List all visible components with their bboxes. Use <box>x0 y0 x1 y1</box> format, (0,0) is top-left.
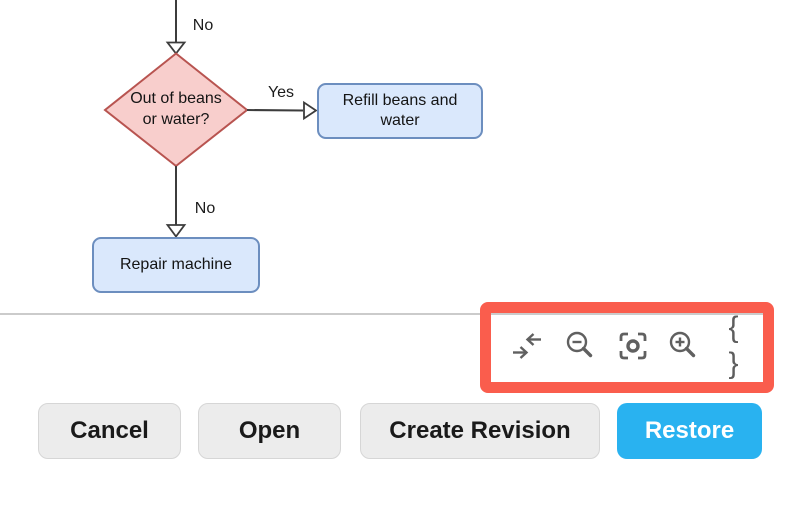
restore-button[interactable]: Restore <box>617 403 762 459</box>
code-braces-icon[interactable]: { } <box>717 311 753 380</box>
zoom-out-icon[interactable] <box>562 328 598 364</box>
compare-arrows-icon[interactable] <box>509 328 545 364</box>
preview-footer-divider <box>0 313 770 315</box>
repair-node: Repair machine <box>92 237 260 293</box>
cancel-button[interactable]: Cancel <box>38 403 181 459</box>
fit-page-icon[interactable] <box>615 328 651 364</box>
code-braces-glyph: { } <box>728 311 742 380</box>
decision-node-label: Out of beans or water? <box>130 90 222 128</box>
zoom-in-icon[interactable] <box>665 328 701 364</box>
edge-label-no-top: No <box>192 17 214 34</box>
toolbar-highlight-annotation <box>480 302 774 393</box>
refill-node: Refill beans and water <box>317 83 483 139</box>
open-button[interactable]: Open <box>198 403 341 459</box>
edge-label-yes: Yes <box>267 84 295 101</box>
edge-label-no-bottom: No <box>194 200 216 217</box>
create-revision-button[interactable]: Create Revision <box>360 403 600 459</box>
repair-node-label: Repair machine <box>119 256 233 273</box>
refill-node-label: Refill beans and water <box>342 92 458 129</box>
